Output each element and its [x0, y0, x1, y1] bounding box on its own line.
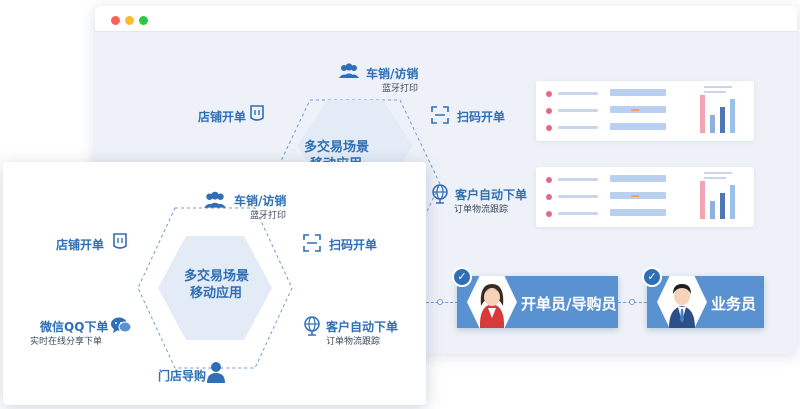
scan-order-title: 扫码开单: [329, 238, 378, 252]
shop-order-title: 店铺开单: [56, 238, 105, 252]
check-icon: ✓: [642, 267, 662, 287]
car-sales-title: 车销/访销: [234, 194, 287, 208]
center-title-2: 移动应用: [190, 286, 243, 301]
salesman-avatar: [657, 276, 707, 328]
connector-dot: [437, 299, 443, 305]
wechat-order-title: 微信QQ下单: [40, 320, 109, 334]
globe-icon: [432, 184, 448, 204]
window-titlebar: [95, 6, 797, 32]
tablet-icon: [113, 233, 127, 249]
center-title-1: 多交易场景: [184, 269, 250, 284]
wechat-order-subtitle: 实时在线分享下单: [30, 337, 103, 347]
front-app-window: 多交易场景 移动应用 车销/访销 蓝牙打印 店铺开单 扫码开单 微信QQ下单 实…: [3, 162, 426, 405]
clerk-avatar: [467, 276, 517, 328]
mini-bar-chart: [696, 173, 746, 219]
back-customer-order-subtitle: 订单物流跟踪: [454, 205, 509, 215]
back-customer-order-title: 客户自动下单: [455, 188, 528, 202]
globe-icon: [304, 316, 320, 336]
customer-order-title: 客户自动下单: [326, 320, 399, 334]
scan-icon: [303, 234, 321, 252]
chat-icon: [111, 317, 132, 333]
car-sales-subtitle: 蓝牙打印: [250, 211, 287, 221]
check-icon: ✓: [452, 267, 472, 287]
connector-dot: [629, 299, 635, 305]
mini-bar-chart: [696, 87, 746, 133]
customer-order-subtitle: 订单物流跟踪: [326, 337, 381, 347]
role-salesman-box: 业务员: [647, 276, 764, 328]
dashboard-card: [536, 81, 754, 141]
tablet-icon: [250, 105, 264, 121]
store-guide-title: 门店导购: [158, 369, 207, 383]
back-scan-order-title: 扫码开单: [457, 110, 506, 124]
role-clerk-label: 开单员/导购员: [521, 295, 617, 313]
close-window-button[interactable]: [111, 16, 120, 25]
back-center-title-1: 多交易场景: [304, 140, 370, 155]
back-shop-order-title: 店铺开单: [198, 110, 247, 124]
front-hexagon-diagram: [137, 207, 293, 369]
role-salesman-label: 业务员: [711, 295, 757, 313]
person-icon: [207, 362, 225, 383]
people-icon: [339, 63, 359, 78]
people-icon: [204, 191, 226, 208]
back-car-sales-title: 车销/访销: [366, 67, 419, 81]
maximize-window-button[interactable]: [139, 16, 148, 25]
back-car-sales-subtitle: 蓝牙打印: [382, 84, 419, 94]
scan-icon: [431, 106, 449, 124]
role-clerk-box: 开单员/导购员: [457, 276, 618, 328]
dashboard-card: [536, 167, 754, 227]
minimize-window-button[interactable]: [125, 16, 134, 25]
